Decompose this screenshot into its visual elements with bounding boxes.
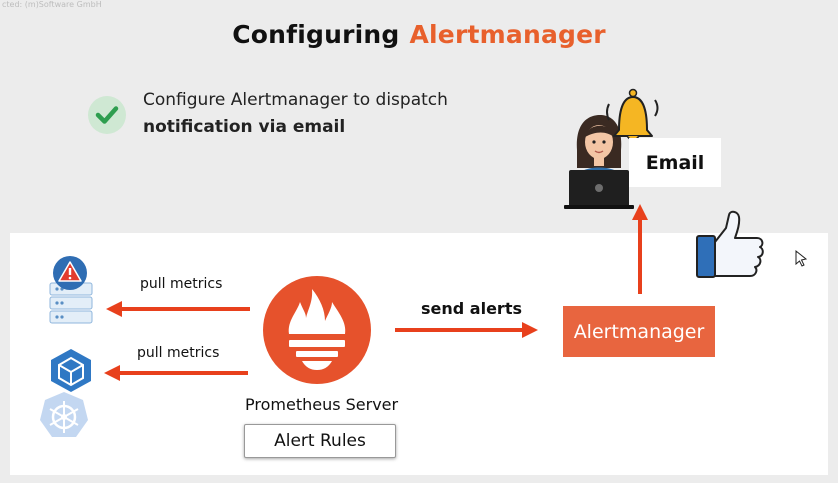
alertmanager-box: Alertmanager bbox=[563, 306, 715, 357]
server-alert-icon bbox=[49, 256, 93, 324]
prometheus-server-label: Prometheus Server bbox=[245, 395, 399, 414]
email-box: Email bbox=[629, 138, 721, 187]
title-part2: Alertmanager bbox=[409, 20, 606, 49]
pull-metrics-top-label: pull metrics bbox=[140, 276, 223, 292]
description-line2: notification via email bbox=[143, 117, 346, 137]
title-part1: Configuring bbox=[232, 20, 400, 49]
kubernetes-icon bbox=[40, 392, 88, 437]
prometheus-icon bbox=[263, 276, 371, 384]
cursor-icon bbox=[795, 249, 808, 267]
page-title: Configuring Alertmanager bbox=[0, 20, 838, 49]
woman-laptop-icon bbox=[564, 115, 634, 209]
description-line1: Configure Alertmanager to dispatch bbox=[143, 90, 448, 110]
pull-metrics-bottom-label: pull metrics bbox=[137, 345, 220, 361]
watermark: cted: (m)Software GmbH bbox=[2, 0, 102, 9]
send-alerts-label: send alerts bbox=[421, 299, 522, 318]
alert-rules-box: Alert Rules bbox=[244, 424, 396, 458]
thumbs-up-icon bbox=[696, 210, 764, 278]
cube-icon bbox=[51, 349, 91, 392]
check-icon bbox=[88, 96, 126, 134]
